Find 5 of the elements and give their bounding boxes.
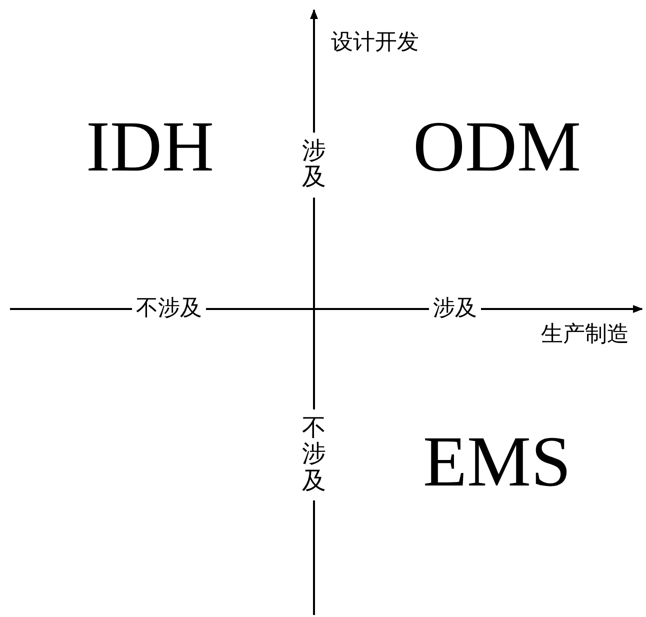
axis-value-label: 不涉及: [302, 409, 326, 501]
axis-value-label: 涉及: [302, 132, 326, 198]
quadrant-label: IDH: [86, 106, 214, 188]
quadrant-label: EMS: [422, 420, 572, 504]
quadrant-label: ODM: [413, 106, 581, 188]
